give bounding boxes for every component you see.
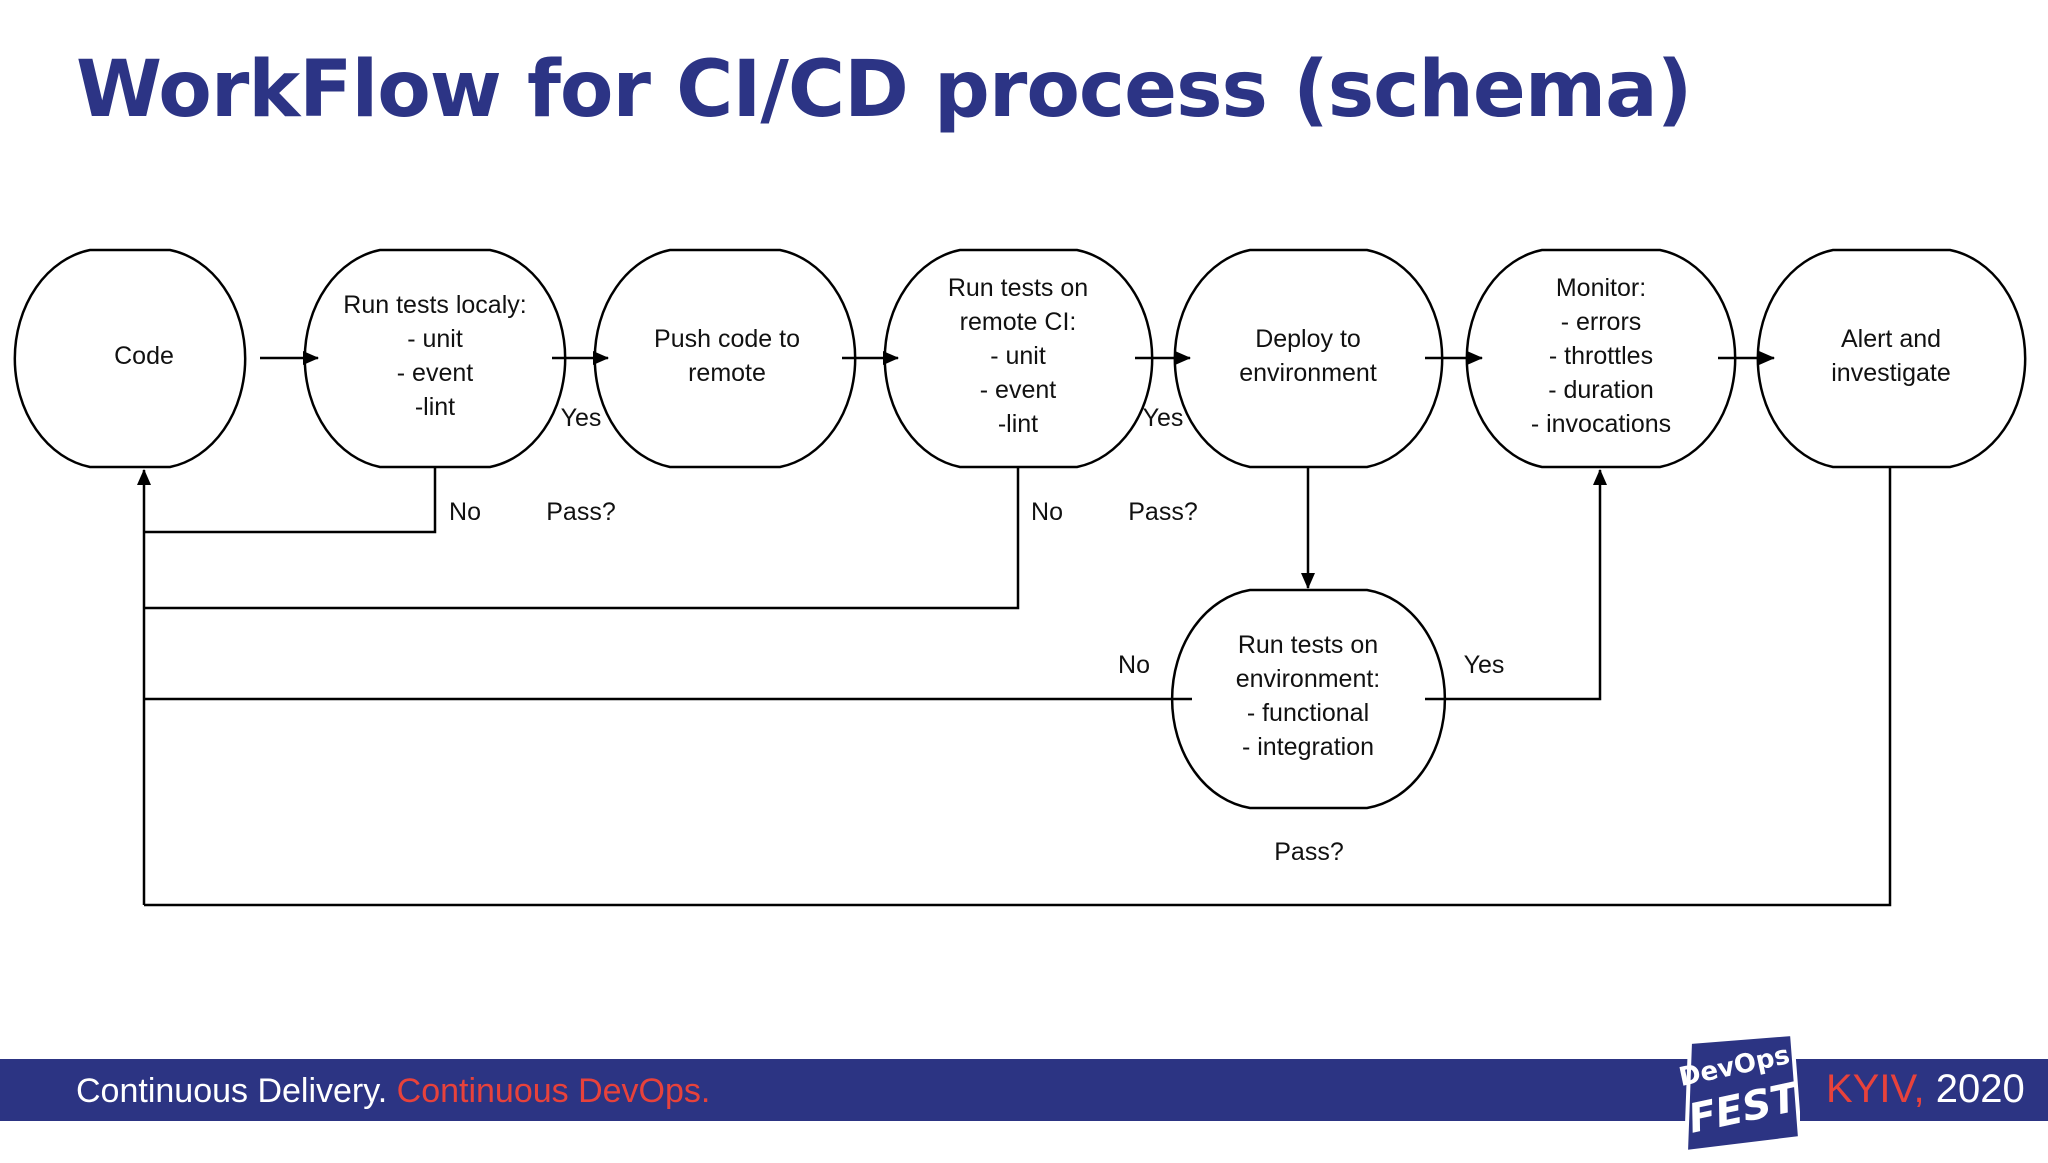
line-alert-loop — [144, 467, 1892, 907]
node-monitor: Monitor: - errors - throttles - duration… — [1531, 274, 1671, 438]
node-remote-tests-line: - unit — [990, 342, 1046, 370]
node-env-tests-line: Run tests on — [1238, 631, 1378, 659]
node-alert-line: investigate — [1831, 359, 1951, 387]
edge-label-env-yes: Yes — [1464, 651, 1505, 679]
edge-label-local-pass: Pass? — [546, 498, 615, 526]
node-env-tests-line: - functional — [1247, 699, 1369, 727]
node-local-tests-line: - event — [397, 359, 473, 387]
node-monitor-line: - invocations — [1531, 410, 1671, 438]
node-monitor-line: - throttles — [1549, 342, 1653, 370]
node-remote-tests-shape — [883, 248, 1154, 469]
node-remote-tests-line: Run tests on — [948, 274, 1088, 302]
workflow-diagram: Code Run tests localy: - unit - event -l… — [13, 248, 2027, 907]
tagline-part1: Continuous Delivery. — [76, 1072, 388, 1110]
footer-year: 2020 — [1935, 1067, 2025, 1111]
node-local-tests-line: Run tests localy: — [343, 291, 526, 319]
node-alert-shape — [1756, 248, 2027, 469]
node-deploy-shape — [1173, 248, 1444, 469]
node-remote-tests-line: remote CI: — [960, 308, 1077, 336]
footer-location: KYIV, 2020 — [1826, 1064, 2025, 1114]
edge-label-local-no: No — [449, 498, 481, 526]
node-code: Code — [114, 342, 174, 370]
node-remote-tests: Run tests on remote CI: - unit - event -… — [948, 274, 1088, 438]
edge-label-local-yes: Yes — [561, 404, 602, 432]
tagline-part2: Continuous DevOps. — [396, 1072, 711, 1110]
edge-label-remote-pass: Pass? — [1128, 498, 1197, 526]
node-env-tests: Run tests on environment: - functional -… — [1236, 631, 1381, 761]
node-alert: Alert and investigate — [1831, 325, 1951, 387]
edge-label-remote-yes: Yes — [1143, 404, 1184, 432]
line-remote-fail — [144, 467, 1020, 610]
arrow-env-tests-to-monitor — [1425, 469, 1607, 701]
footer-tagline: Continuous Delivery. Continuous DevOps. — [76, 1069, 710, 1113]
node-remote-tests-line: - event — [980, 376, 1056, 404]
node-push-shape — [593, 248, 857, 469]
node-push-line: remote — [688, 359, 766, 387]
node-deploy: Deploy to environment — [1239, 325, 1377, 387]
line-local-fail — [144, 467, 437, 534]
node-monitor-shape — [1465, 248, 1737, 469]
footer-city: KYIV, — [1826, 1067, 1925, 1111]
edge-label-env-pass: Pass? — [1274, 838, 1343, 866]
edge-label-env-no: No — [1118, 651, 1150, 679]
edge-label-remote-no: No — [1031, 498, 1063, 526]
node-env-tests-line: - integration — [1242, 733, 1374, 761]
node-push-line: Push code to — [654, 325, 800, 353]
node-remote-tests-line: -lint — [998, 410, 1038, 438]
node-deploy-line: Deploy to — [1255, 325, 1361, 353]
node-deploy-line: environment — [1239, 359, 1377, 387]
node-local-tests-line: - unit — [407, 325, 463, 353]
node-push: Push code to remote — [654, 325, 800, 387]
node-env-tests-line: environment: — [1236, 665, 1381, 693]
slide-title: WorkFlow for CI/CD process (schema) — [76, 45, 1692, 135]
node-code-shape — [13, 248, 247, 469]
node-alert-line: Alert and — [1841, 325, 1941, 353]
node-env-tests-shape — [1170, 588, 1447, 810]
node-local-tests-shape — [303, 248, 567, 469]
node-local-tests: Run tests localy: - unit - event -lint — [343, 291, 526, 421]
devopsfest-logo: DevOps FEST — [1676, 1031, 1802, 1155]
node-monitor-line: - errors — [1561, 308, 1642, 336]
node-monitor-line: Monitor: — [1556, 274, 1646, 302]
node-monitor-line: - duration — [1548, 376, 1654, 404]
node-local-tests-line: -lint — [415, 393, 455, 421]
logo-text: DevOps FEST — [1669, 1023, 1811, 1163]
node-code-line: Code — [114, 342, 174, 370]
